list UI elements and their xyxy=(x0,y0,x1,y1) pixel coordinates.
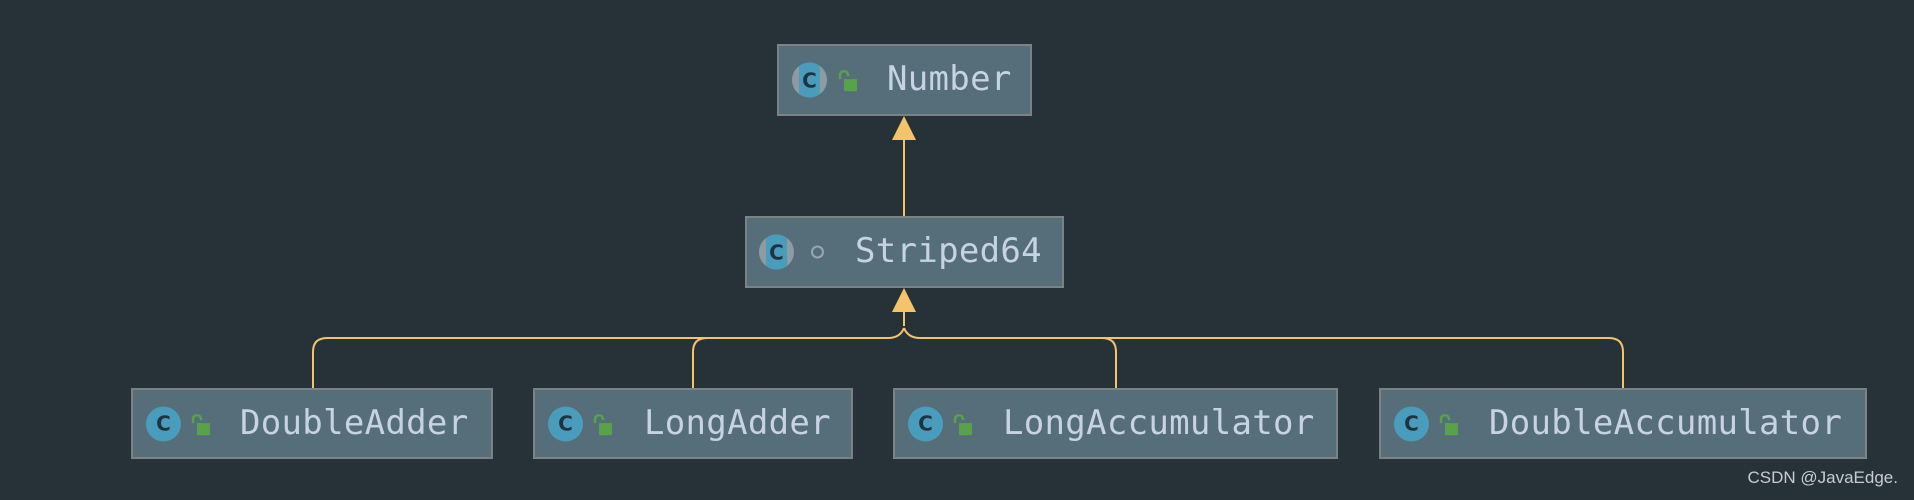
arrowhead-number xyxy=(892,116,916,140)
edge-double-accumulator xyxy=(903,327,1624,388)
edge-long-accumulator xyxy=(1101,337,1117,388)
arrowhead-striped64 xyxy=(892,288,916,312)
node-long-adder[interactable]: C LongAdder xyxy=(533,388,853,459)
public-unlocked-icon xyxy=(191,413,210,435)
public-unlocked-icon xyxy=(1439,413,1458,435)
abstract-class-icon: C xyxy=(759,234,794,270)
public-unlocked-icon xyxy=(953,413,972,435)
node-double-accumulator[interactable]: C DoubleAccumulator xyxy=(1379,388,1867,459)
class-name: LongAccumulator xyxy=(1003,402,1315,443)
class-name: LongAdder xyxy=(644,402,831,443)
class-name: DoubleAccumulator xyxy=(1489,402,1843,443)
node-striped64[interactable]: C Striped64 xyxy=(745,216,1064,288)
node-double-adder[interactable]: C DoubleAdder xyxy=(131,388,493,459)
class-icon: C xyxy=(146,406,181,441)
node-number[interactable]: C Number xyxy=(777,44,1032,116)
class-icon: C xyxy=(908,406,943,441)
class-icon: C xyxy=(548,406,583,441)
class-name: DoubleAdder xyxy=(240,402,469,443)
class-name: Striped64 xyxy=(855,231,1042,272)
abstract-class-icon: C xyxy=(792,62,827,98)
node-long-accumulator[interactable]: C LongAccumulator xyxy=(893,388,1338,459)
edge-long-adder xyxy=(692,337,708,388)
edge-double-adder xyxy=(312,327,905,388)
class-name: Number xyxy=(887,59,1012,100)
watermark: CSDN @JavaEdge. xyxy=(1747,468,1899,487)
class-icon: C xyxy=(1394,406,1429,441)
public-unlocked-icon xyxy=(838,70,857,92)
public-unlocked-icon xyxy=(593,413,612,435)
package-private-icon xyxy=(811,245,824,259)
